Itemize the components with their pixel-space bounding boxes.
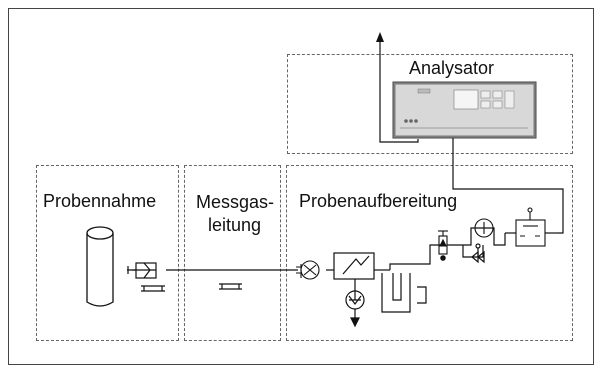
outlet-arrow-icon (376, 32, 384, 42)
analysator-box (287, 54, 573, 154)
label-messgas-line1: Messgas- (196, 192, 275, 212)
probennahme-box (36, 165, 179, 341)
process-line-upper (389, 244, 442, 270)
label-probenaufbereitung: Probenaufbereitung (299, 191, 458, 211)
flowmeter-icon (438, 230, 448, 261)
label-probennahme: Probennahme (43, 191, 157, 211)
diagram-frame (8, 8, 594, 365)
flowmeter-icon-right (515, 207, 546, 247)
valve-icon (471, 243, 485, 264)
probenaufbereitung-box (286, 165, 573, 341)
outlet-line (379, 40, 419, 143)
sample-probe-icon (86, 226, 114, 307)
condensate-vessel-icon (381, 273, 427, 313)
heated-line-marker-icon (219, 283, 242, 290)
analyzer-device-icon (392, 81, 537, 139)
pump-icon-right (474, 218, 494, 238)
label-analysator: Analysator (409, 58, 495, 78)
filter-icon (127, 262, 165, 292)
analyzer-feed-line (452, 138, 564, 234)
pump-icon (296, 260, 320, 280)
messgasleitung-box (184, 165, 281, 341)
cooler-icon (333, 252, 375, 328)
label-messgas-line2: leitung (208, 215, 262, 235)
process-line-right (447, 227, 506, 246)
